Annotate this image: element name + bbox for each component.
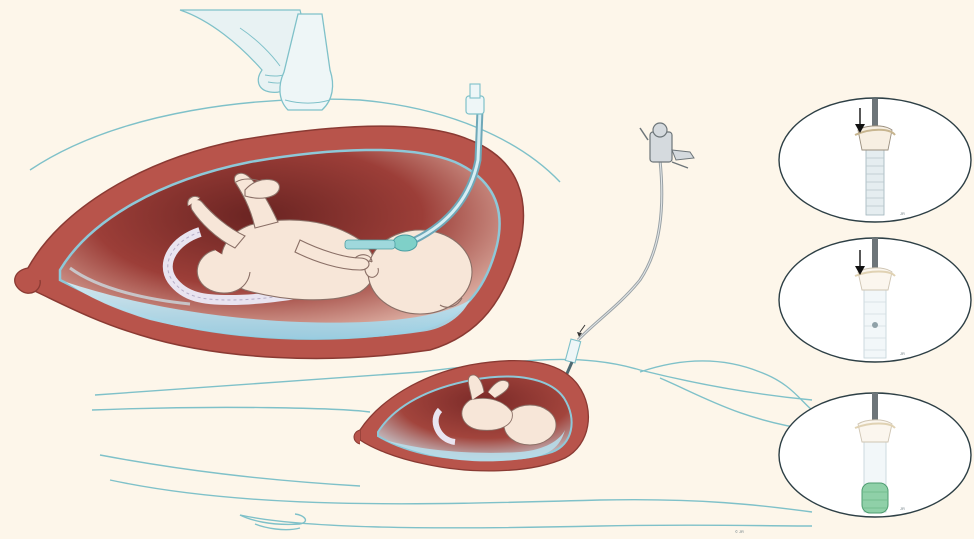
svg-text:JR: JR — [900, 506, 905, 511]
illustration-credit: © JR — [735, 529, 744, 534]
svg-text:JR: JR — [900, 351, 905, 356]
inset-step-2: JR — [779, 238, 971, 362]
inset-step-1: JR — [779, 98, 971, 222]
fetoscope-icon — [562, 123, 694, 385]
inset-step-3: JR — [779, 393, 971, 517]
svg-text:JR: JR — [900, 211, 905, 216]
